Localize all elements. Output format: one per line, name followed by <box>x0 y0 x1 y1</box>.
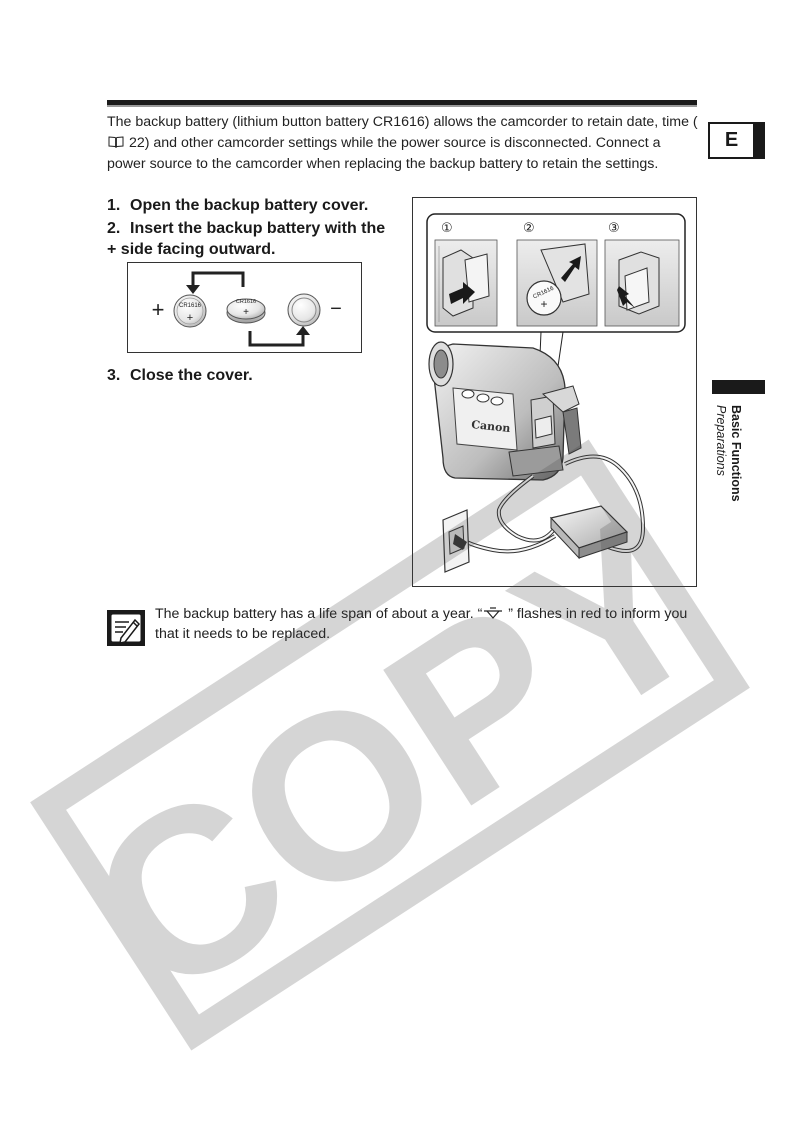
step-3: 3. Close the cover. <box>107 365 253 386</box>
minus-sign: − <box>330 298 342 320</box>
step-text: + side facing outward. <box>107 241 276 258</box>
panel-number-1: ① <box>441 221 453 236</box>
compact-power-adapter <box>549 505 629 560</box>
language-tab: E <box>708 122 765 159</box>
plus-sign: + <box>152 297 165 322</box>
panel-2-insert-battery: CR1616 + <box>516 239 598 327</box>
arrow-head-down <box>186 285 200 294</box>
book-icon <box>108 134 124 149</box>
battery-orientation-figure: + CR1616 + CR1616 + − <box>127 262 362 353</box>
panel-1-open-cover <box>434 239 498 327</box>
wall-outlet <box>442 509 470 573</box>
note-text-part1: The backup battery has a life span of ab… <box>155 606 483 622</box>
language-tab-bar <box>753 122 765 159</box>
camcorder-illustration: ① ② ③ CR1616 + <box>426 213 686 573</box>
coin2-label: CR1616 <box>236 299 256 305</box>
coin1-label: CR1616 <box>179 303 202 309</box>
flip-arrow-bottom <box>248 331 305 347</box>
section-title: Basic Functions <box>729 405 743 502</box>
step-1: 1. Open the backup battery cover. <box>107 195 368 216</box>
section-marker-bar <box>712 380 765 394</box>
note-text-part2: ” flashes in red to inform you that it n… <box>155 606 688 642</box>
step-number: 1. <box>107 197 121 214</box>
step-2-continued: + side facing outward. <box>107 239 275 260</box>
section-label: Basic Functions Preparations <box>711 405 743 525</box>
step-text: Insert the backup battery with the <box>130 220 386 237</box>
note-pen-icon <box>107 610 145 646</box>
language-tab-letter: E <box>708 122 755 159</box>
panel-3-close-cover <box>604 239 680 327</box>
panel-number-3: ③ <box>608 221 620 236</box>
header-rule <box>107 100 697 105</box>
step-2: 2. Insert the backup battery with the <box>107 218 385 239</box>
panel-number-2: ② <box>523 221 535 236</box>
battery-orientation-illustration: + CR1616 + CR1616 + − <box>152 271 342 347</box>
step-number: 3. <box>107 367 121 384</box>
camcorder-brand: Canon <box>471 418 511 435</box>
backup-battery-warning-icon <box>482 605 504 619</box>
subsection-title: Preparations <box>714 405 728 476</box>
camcorder-figure: ① ② ③ CR1616 + <box>412 197 697 587</box>
coin1-sign: + <box>187 312 193 324</box>
step-text: Open the backup battery cover. <box>130 197 369 214</box>
step-number: 2. <box>107 220 121 237</box>
intro-text-part1: The backup battery (lithium button batte… <box>107 114 698 130</box>
intro-text-part2: 22) and other camcorder settings while t… <box>107 135 661 172</box>
panel-coin-sign: + <box>540 297 547 311</box>
camcorder-body: Canon <box>428 341 582 481</box>
header-rule-shadow <box>107 105 697 107</box>
coin2-sign: + <box>243 307 249 318</box>
step-text: Close the cover. <box>130 367 253 384</box>
intro-paragraph: The backup battery (lithium button batte… <box>107 112 699 175</box>
arrow-head-up <box>296 326 310 335</box>
note-text: The backup battery has a life span of ab… <box>155 604 700 644</box>
flip-arrow-top <box>191 271 245 287</box>
